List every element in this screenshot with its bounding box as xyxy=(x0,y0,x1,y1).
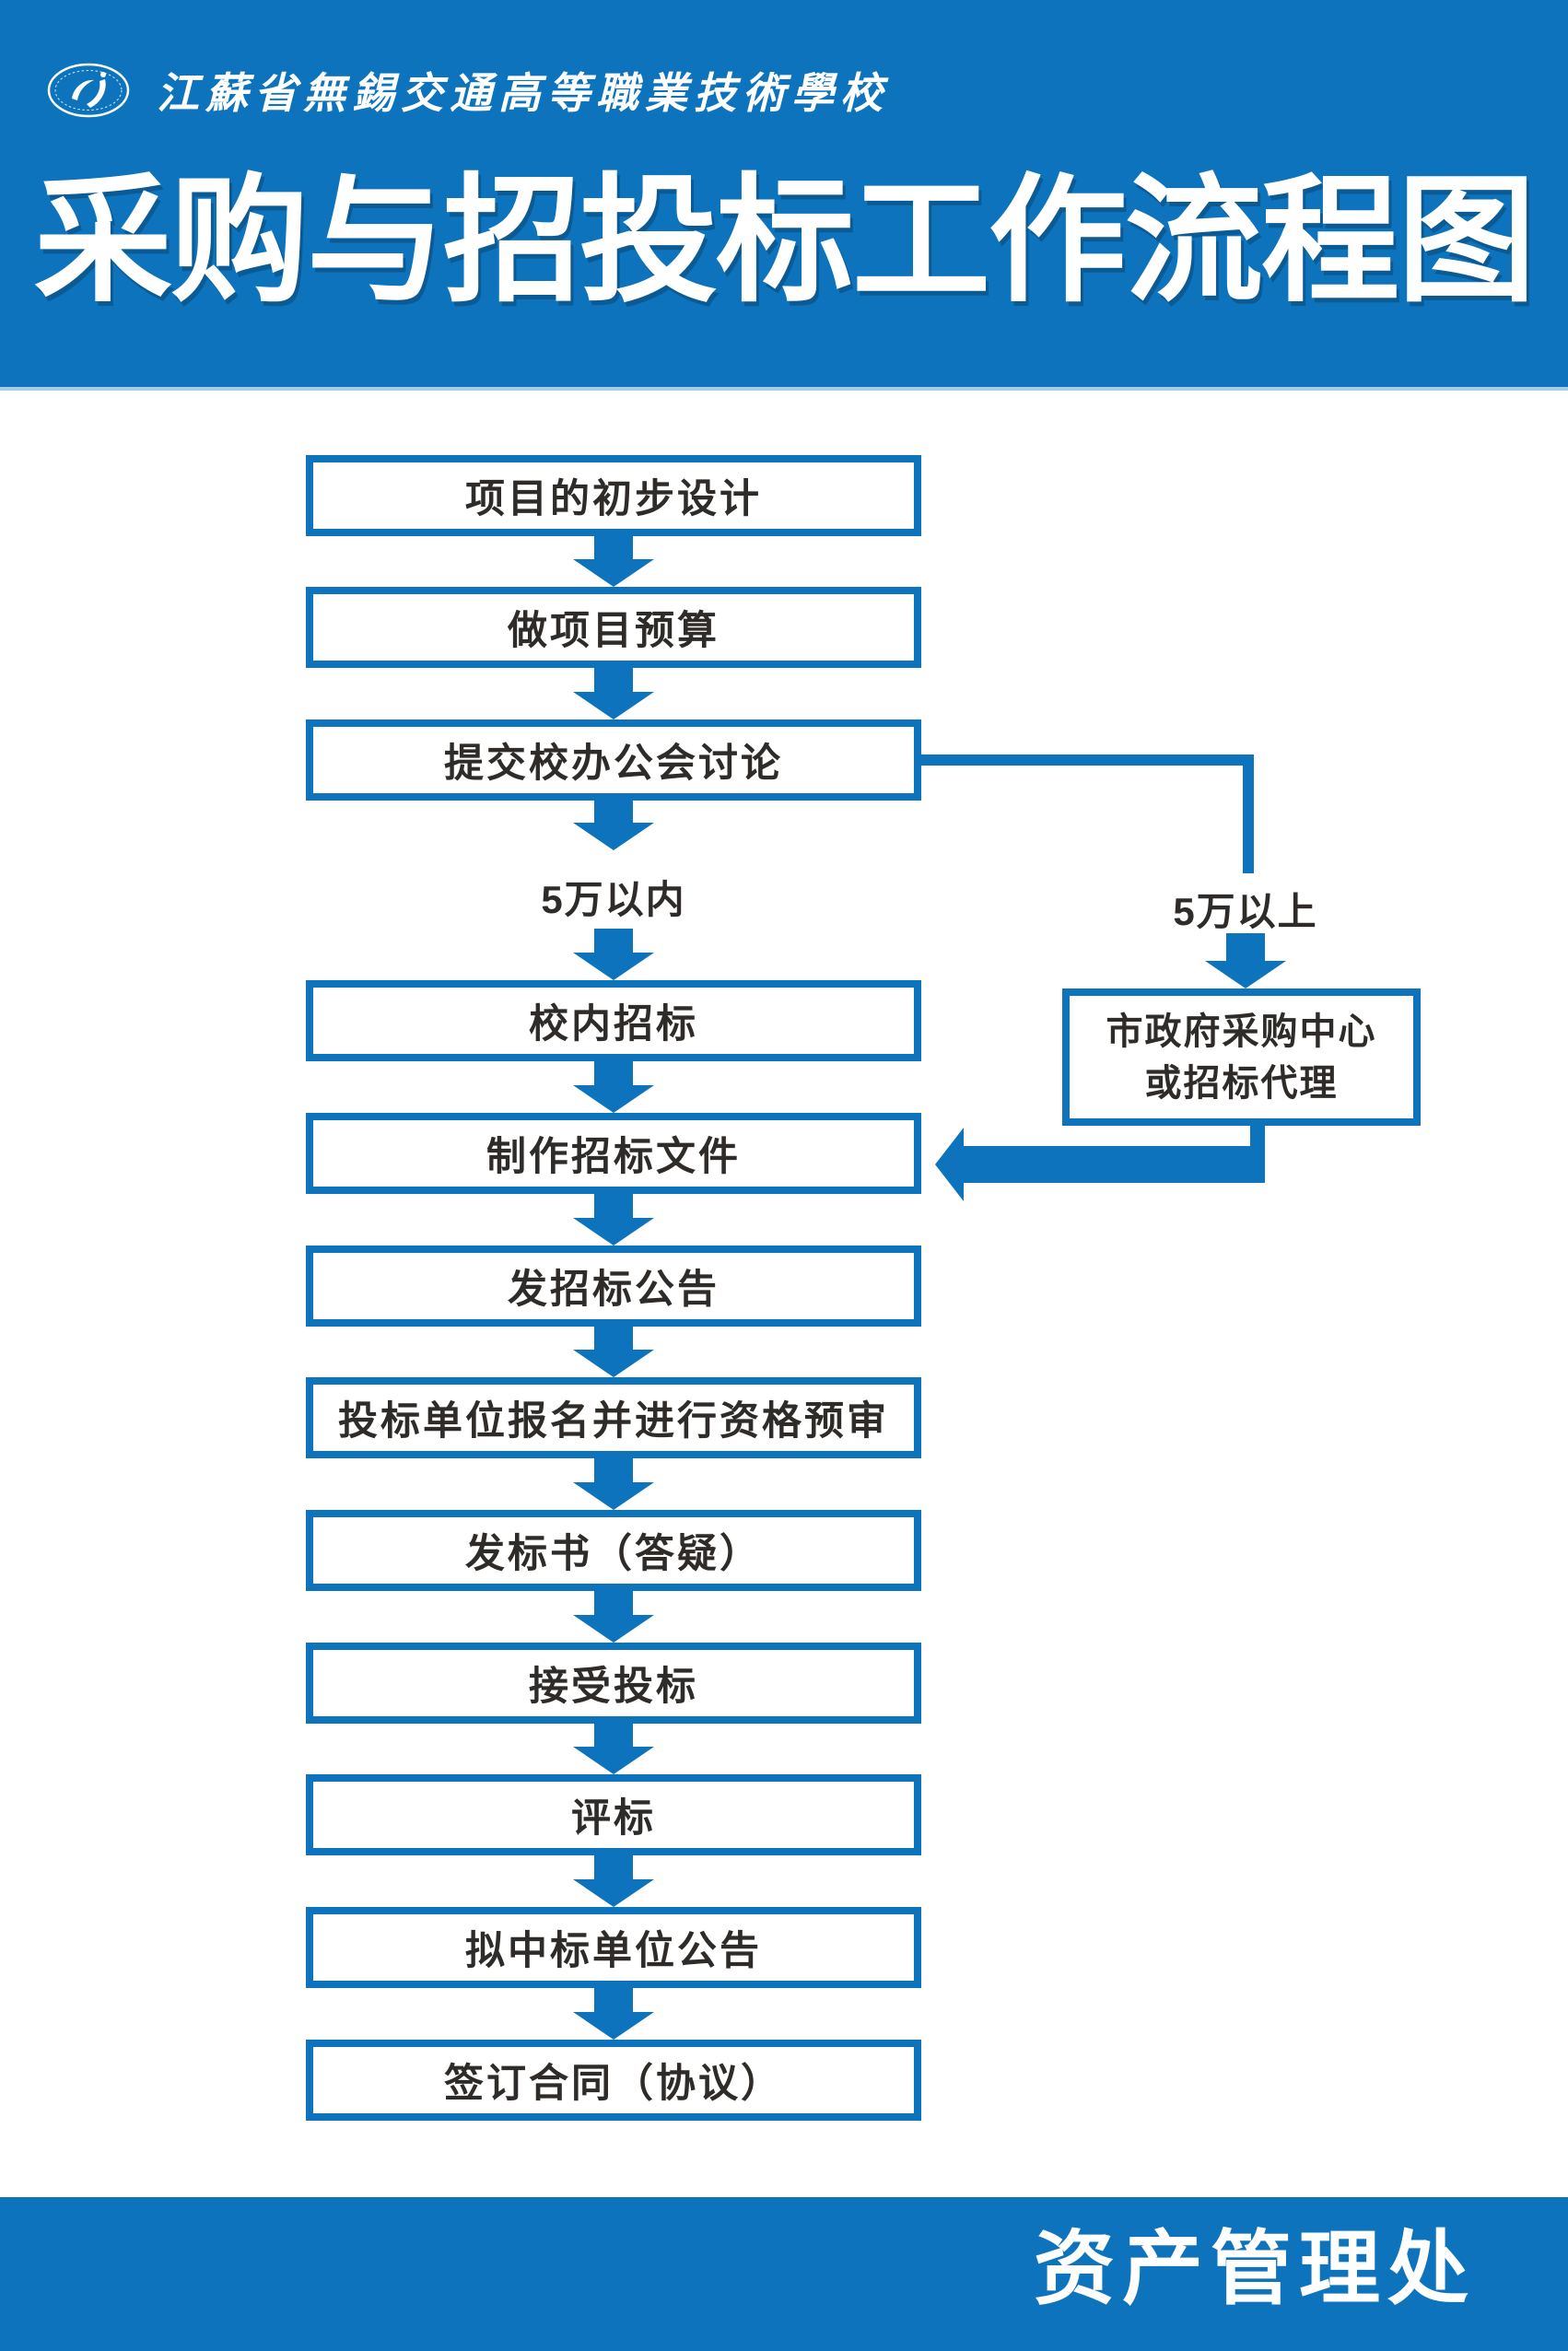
flow-step-preliminary-design: 项目的初步设计 xyxy=(306,455,921,536)
footer-band: 资产管理处 xyxy=(0,2197,1568,2351)
arrow-down-icon xyxy=(573,2012,654,2040)
flow-step-internal-bidding: 校内招标 xyxy=(306,980,921,1061)
arrow-down-icon xyxy=(573,1218,654,1246)
school-logo-icon xyxy=(47,63,130,118)
arrow-down-icon xyxy=(594,801,633,825)
arrow-down-icon xyxy=(573,1350,654,1377)
arrow-down-icon xyxy=(594,1855,633,1880)
branch-connector-horizontal xyxy=(921,754,1254,766)
arrow-down-icon xyxy=(594,668,633,693)
arrow-down-icon xyxy=(573,823,654,850)
flow-step-gov-procurement-center: 市政府采购中心 或招标代理 xyxy=(1062,988,1421,1126)
header-band: 江蘇省無錫交通高等職業技術學校 采购与招投标工作流程图 xyxy=(0,0,1568,391)
arrow-down-icon xyxy=(594,1061,633,1086)
arrow-down-icon xyxy=(573,1085,654,1113)
flow-step-sign-contract: 签订合同（协议） xyxy=(306,2040,921,2121)
arrow-down-icon xyxy=(573,1879,654,1907)
flow-step-issue-tender: 发标书（答疑） xyxy=(306,1510,921,1591)
arrow-down-icon xyxy=(594,929,633,953)
arrow-down-icon xyxy=(573,953,654,980)
footer-department: 资产管理处 xyxy=(1033,2226,1476,2315)
arrow-left-stem xyxy=(964,1146,1265,1183)
flow-step-bid-documents: 制作招标文件 xyxy=(306,1113,921,1194)
arrow-down-icon xyxy=(594,536,633,561)
side-box-line2: 或招标代理 xyxy=(1144,1062,1339,1104)
arrow-down-icon xyxy=(573,692,654,719)
flow-step-project-budget: 做项目预算 xyxy=(306,587,921,668)
branch-label-over-50k: 5万以上 xyxy=(1173,890,1318,933)
arrow-down-icon xyxy=(1226,933,1265,961)
branch-connector-vertical xyxy=(1243,754,1254,873)
flow-step-bid-announcement: 发招标公告 xyxy=(306,1246,921,1327)
school-name: 江蘇省無錫交通高等職業技術學校 xyxy=(157,70,889,117)
branch-label-under-50k: 5万以内 xyxy=(541,878,686,921)
arrow-down-icon xyxy=(594,1724,633,1749)
flow-step-winner-announcement: 拟中标单位公告 xyxy=(306,1907,921,1988)
flow-step-office-meeting: 提交校办公会讨论 xyxy=(306,719,921,801)
arrow-down-icon xyxy=(594,1988,633,2013)
arrow-down-icon xyxy=(573,559,654,587)
side-box-line1: 市政府采购中心 xyxy=(1106,1011,1377,1052)
arrow-left-icon xyxy=(935,1128,964,1201)
arrow-down-icon xyxy=(573,1747,654,1774)
arrow-down-icon xyxy=(573,1615,654,1643)
arrow-down-icon xyxy=(594,1458,633,1483)
poster-title: 采购与招投标工作流程图 xyxy=(33,166,1536,319)
flow-step-bid-evaluation: 评标 xyxy=(306,1774,921,1855)
arrow-down-icon xyxy=(1205,961,1286,988)
brand-row: 江蘇省無錫交通高等職業技術學校 xyxy=(46,59,889,122)
arrow-down-icon xyxy=(594,1327,633,1351)
arrow-down-icon xyxy=(594,1591,633,1616)
flow-step-accept-bids: 接受投标 xyxy=(306,1643,921,1724)
arrow-down-icon xyxy=(573,1482,654,1510)
arrow-down-icon xyxy=(594,1194,633,1219)
flow-step-prequalification: 投标单位报名并进行资格预审 xyxy=(306,1377,921,1458)
